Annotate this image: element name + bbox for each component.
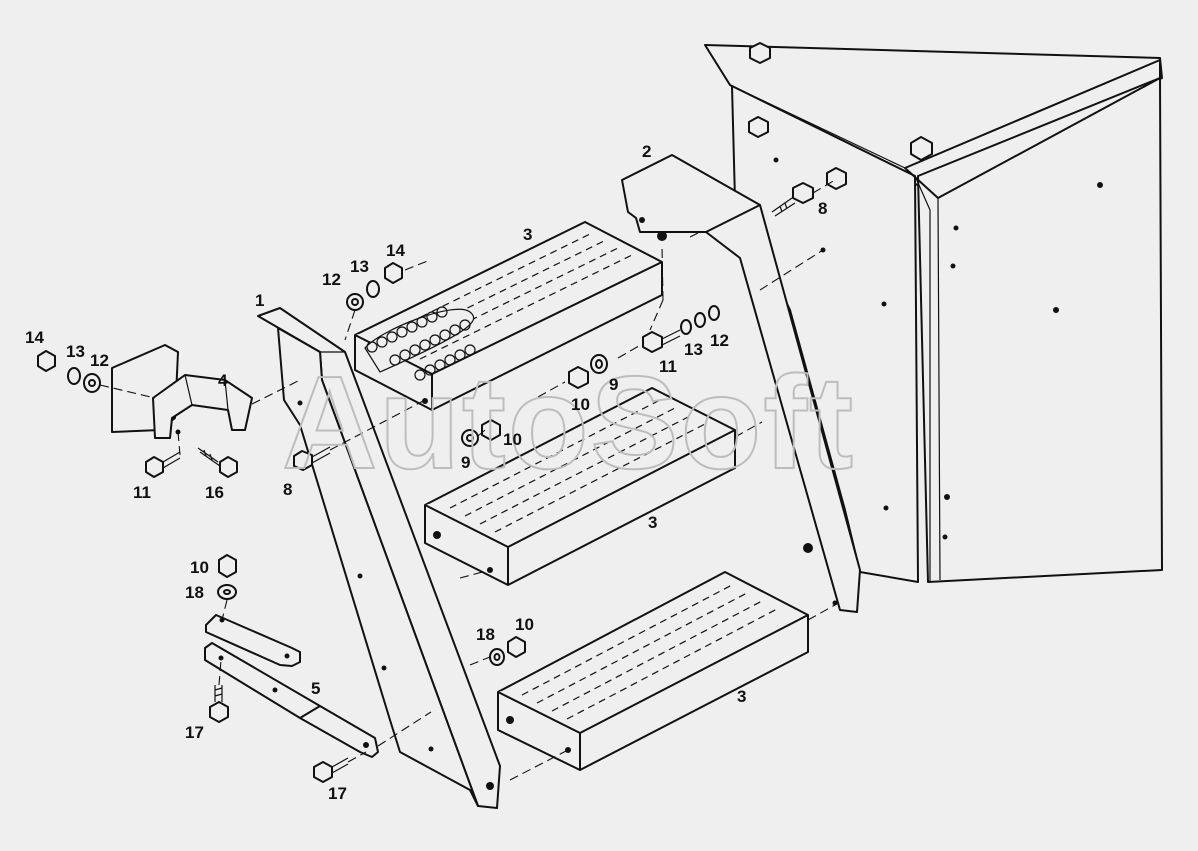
callout-14-nut-top: 14 [386,241,405,260]
washers-12-13-right [680,305,720,335]
callout-17-bolt-strap: 17 [185,723,204,742]
strap-plate [205,614,301,667]
cab-hex-bolt-1 [749,42,771,64]
mounting-bracket [152,374,253,439]
callout-3-step-middle: 3 [648,513,657,532]
callout-13-washer-left: 13 [66,342,85,361]
cab-hex-bolt-3 [826,167,847,190]
bolt-11-bracket [145,451,181,478]
callout-4-bracket: 4 [218,371,228,390]
callout-10-nut-strap: 10 [190,558,209,577]
callout-12-washer-top: 12 [322,270,341,289]
callout-17-bolt-bottom: 17 [328,784,347,803]
nut-washer-10-18-strap [217,554,237,600]
callout-12-washer-left: 12 [90,351,109,370]
callout-9-washer-right: 9 [609,375,618,394]
callout-11-bolt-bracket: 11 [133,483,151,502]
bolt-8-left [293,446,331,471]
strap-bar [204,642,379,758]
callout-3-step-top: 3 [523,225,532,244]
step-middle [424,387,736,586]
cab-hex-bolt-2 [748,116,769,138]
callout-18-washer-strap: 18 [185,583,204,602]
assembly-leader-lines [99,179,836,781]
step-top [354,221,663,411]
bolt-17-bottom [313,757,349,783]
washers-nut-12-13-14-left [37,350,101,393]
cab-hex-bolt-4 [910,136,933,161]
callout-16-bolt-bracket: 16 [205,483,224,502]
bolt-8-right [771,182,814,217]
bolt-11-right [642,329,681,353]
bolt-16-bracket [197,447,238,478]
callout-8-bolt-left: 8 [283,480,292,499]
bolt-17-strap [209,685,229,723]
callout-9-washer-left: 9 [461,453,470,472]
nut-washer-9-10-center [568,354,608,389]
nut-washer-9-10-left [461,419,501,447]
callout-10-nut-left: 10 [503,430,522,449]
ladder-frame-right [621,154,861,613]
callout-13-washer-top: 13 [350,257,369,276]
callout-8-bolt-right: 8 [818,199,827,218]
washers-nut-12-13-14-top [346,262,403,311]
step-bottom [497,571,809,771]
callout-2-frame-right: 2 [642,142,651,161]
watermark-text: AutoSoft [282,349,855,496]
callout-10-nut-bottom: 10 [515,615,534,634]
callout-12-washer-right: 12 [710,331,729,350]
step-top-grip-coils [366,306,476,381]
washer-nut-18-10-bottom [489,636,526,666]
callout-13-washer-right: 13 [684,340,703,359]
callout-1-frame-left: 1 [255,291,264,310]
callout-14-nut-left: 14 [25,328,44,347]
callout-18-washer-bottom: 18 [476,625,495,644]
callout-11-bolt-right: 11 [659,357,677,376]
callout-5-strap: 5 [311,679,320,698]
callout-10-nut-center: 10 [571,395,590,414]
callout-labels: 1 2 3 3 3 4 5 8 8 9 9 10 10 10 10 11 11 … [25,142,827,803]
cab-body [704,44,1163,583]
callout-3-step-bottom: 3 [737,687,746,706]
